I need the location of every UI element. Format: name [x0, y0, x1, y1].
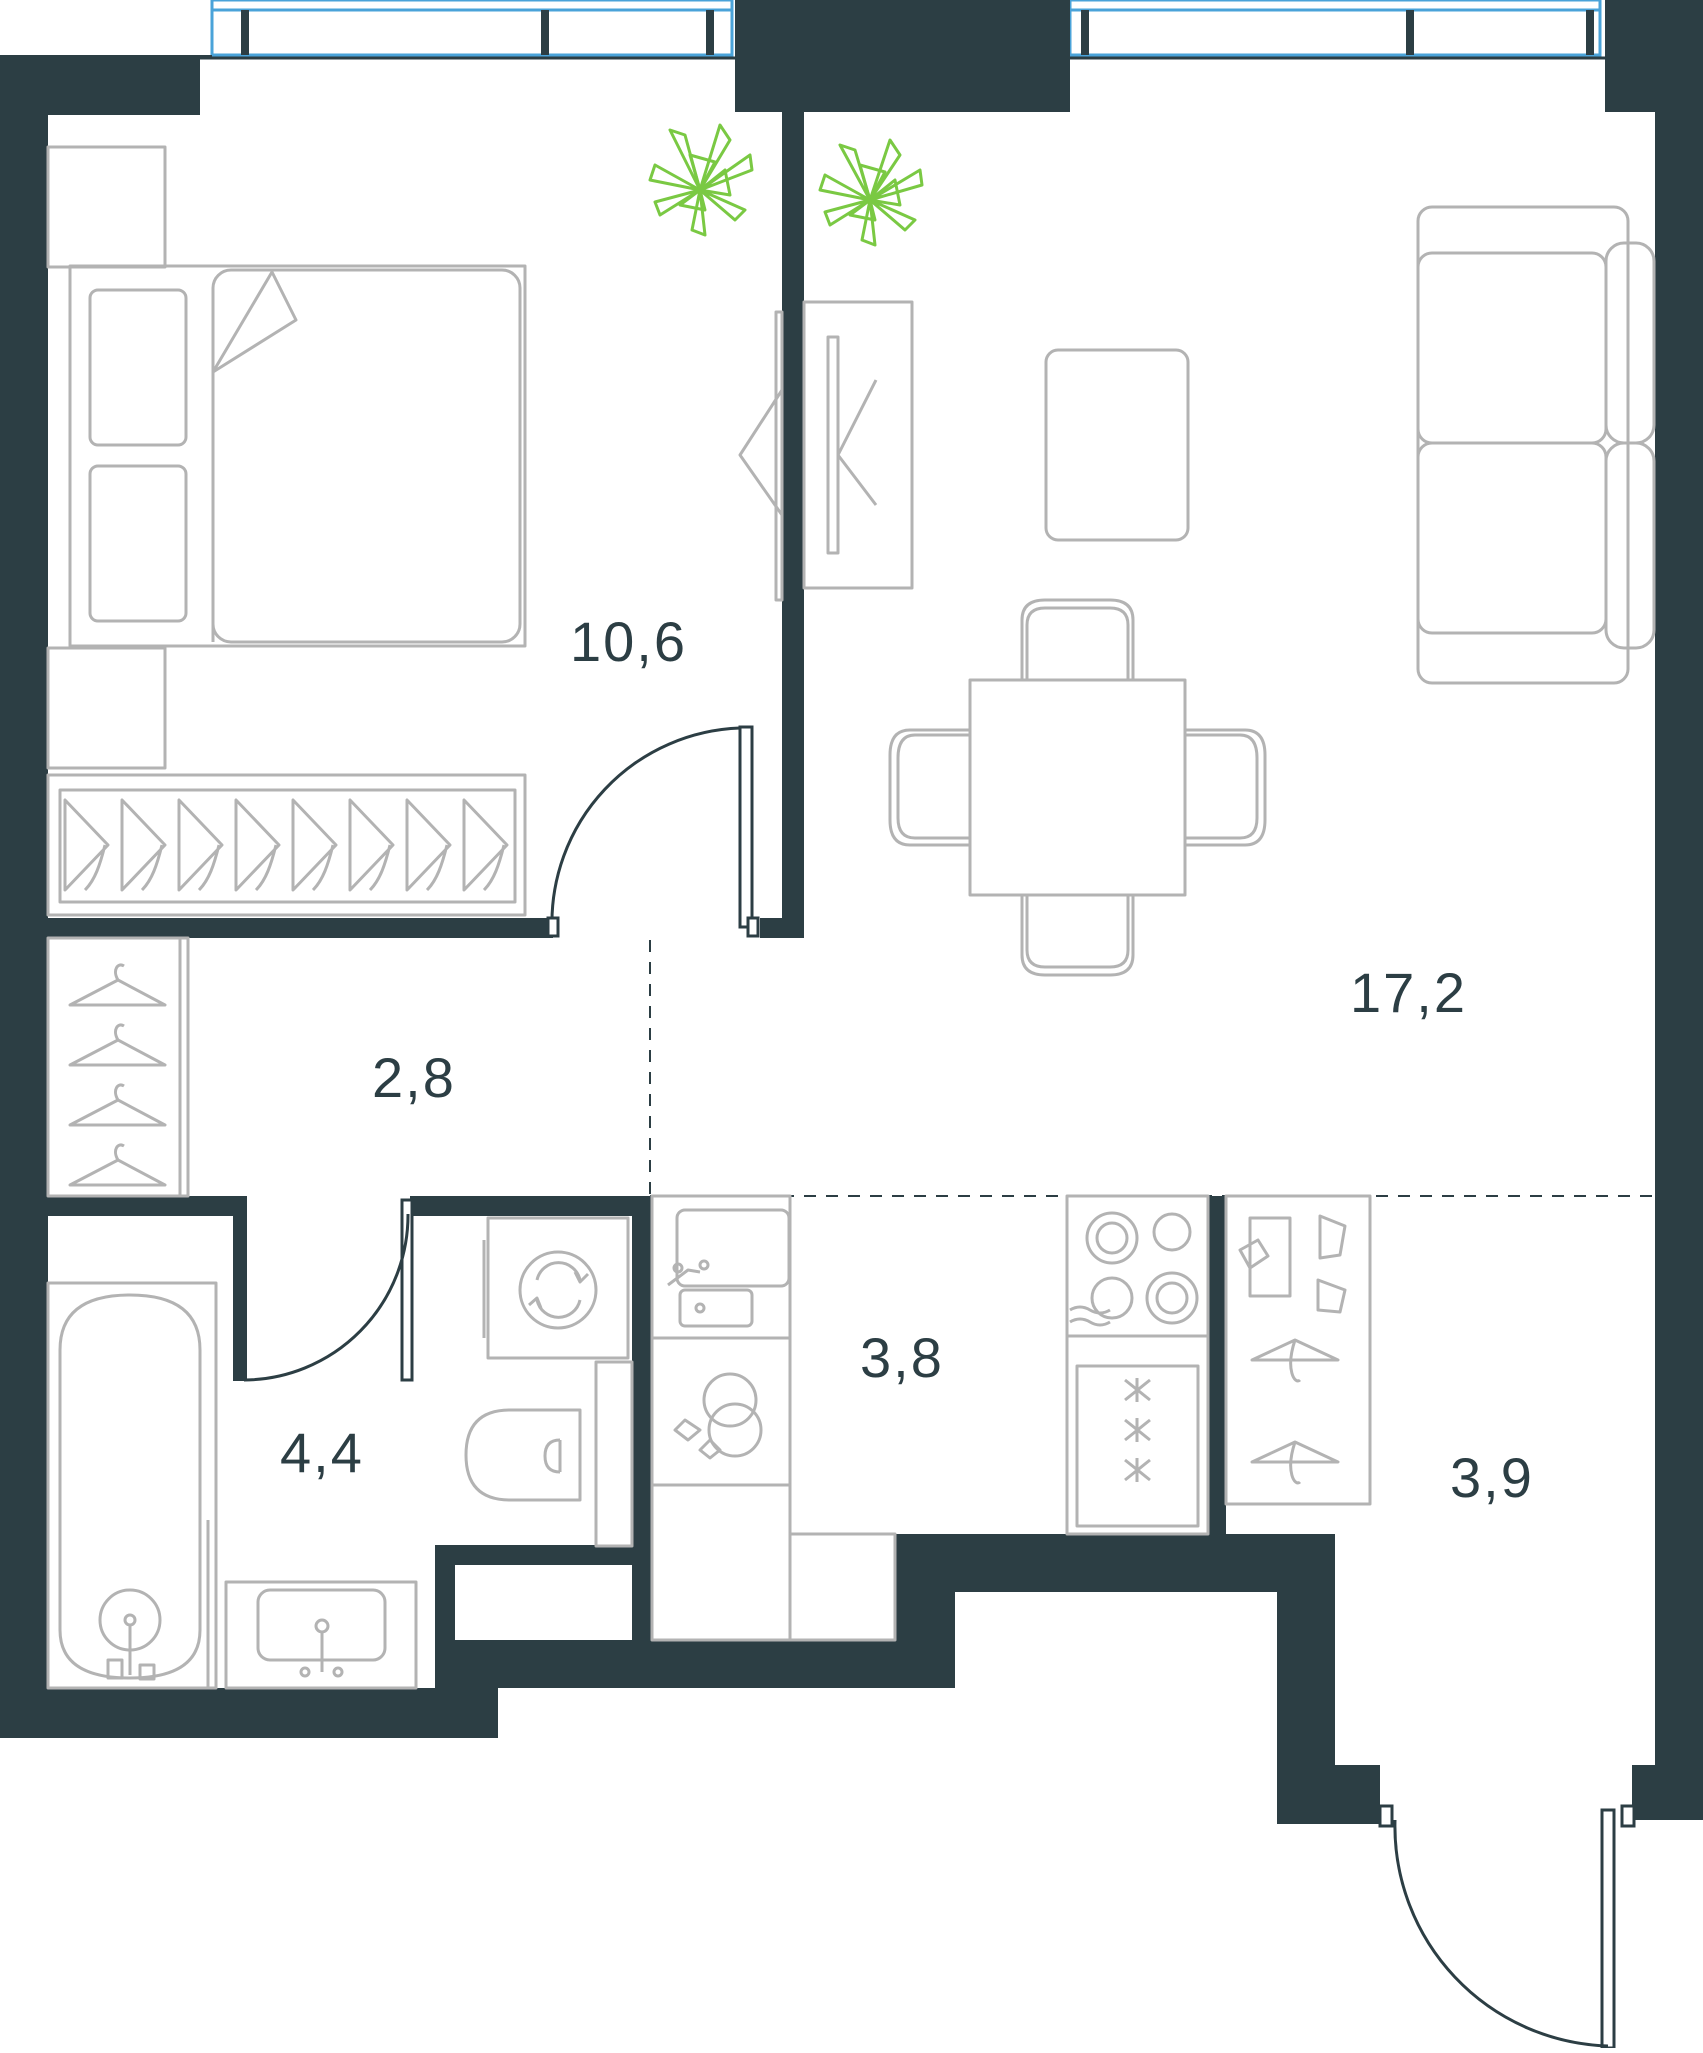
wardrobe-bedroom	[46, 773, 527, 917]
fridge	[650, 1483, 897, 1642]
area-label-kitchen: 3,8	[860, 1326, 944, 1389]
plant-bedroom	[648, 123, 754, 237]
wall-left	[0, 58, 48, 1738]
bathtub	[46, 1281, 218, 1690]
bedroom-side-panel-top	[46, 145, 167, 269]
dining-set	[888, 598, 1267, 977]
wall-top-left-cap	[0, 55, 1, 56]
wall-bath-door-jamb	[233, 1196, 247, 1381]
bedroom-side-panel-bottom	[46, 646, 167, 770]
stove	[1065, 1194, 1210, 1338]
bathroom-sink	[224, 1580, 418, 1690]
wall-top-right	[1605, 0, 1703, 112]
wall-shaft-top	[435, 1545, 635, 1565]
sill-right	[1070, 58, 1605, 100]
wall-right-step	[1632, 1765, 1703, 1820]
wall-bottom-left	[0, 1688, 498, 1738]
doors	[243, 725, 1636, 2050]
door-leaf-entrance	[1600, 1808, 1616, 2050]
tv-stand	[738, 300, 914, 602]
wall-kitchen-entrance	[1208, 1196, 1226, 1534]
wall-bath-top-right	[410, 1196, 652, 1216]
window-bedroom	[210, 0, 734, 57]
wardrobe-entrance	[1224, 1194, 1372, 1506]
door-swing-bathroom	[243, 1213, 410, 1382]
door-swing-bedroom	[550, 726, 741, 929]
coffee-table	[1044, 348, 1190, 542]
oven-cabinet	[1065, 1334, 1210, 1536]
furniture	[46, 145, 1656, 1690]
wall-right	[1655, 100, 1703, 1820]
wall-bedroom-bottom	[48, 918, 553, 938]
wall-bath-top-left	[48, 1196, 238, 1216]
door-leaf-bedroom	[738, 725, 754, 929]
area-label-entrance: 3,9	[1450, 1446, 1534, 1509]
wall-bath-kitchen	[632, 1196, 652, 1688]
hanger-row	[63, 798, 509, 892]
plant-living	[818, 138, 924, 247]
area-label-living-kitchen: 17,2	[1350, 961, 1467, 1024]
wall-bedroom-bottom-right	[760, 918, 804, 938]
walls	[0, 0, 1703, 1824]
area-label-hallway: 2,8	[372, 1046, 456, 1109]
door-swing-entrance	[1393, 1819, 1609, 2048]
washing-machine	[482, 1216, 630, 1360]
wall-top-mid	[735, 0, 1070, 112]
wall-bottom-right-step	[1277, 1765, 1380, 1824]
plants	[648, 123, 924, 247]
wall-kitchen-bottom	[632, 1640, 895, 1688]
kitchen-dishwasher	[650, 1336, 792, 1487]
wall-shaft-left	[435, 1545, 455, 1688]
sofa	[1416, 205, 1656, 685]
area-label-bathroom: 4,4	[280, 1421, 364, 1484]
zone-lines	[649, 940, 1655, 1197]
wardrobe-hallway	[46, 936, 190, 1198]
area-label-bedroom: 10,6	[570, 610, 687, 673]
door-leaf-bathroom	[400, 1198, 414, 1382]
wall-bottom-mid-c	[895, 1534, 1335, 1592]
bed	[68, 264, 527, 648]
kitchen-sink-counter	[650, 1194, 792, 1340]
wall-bedroom-living	[782, 112, 804, 938]
toilet	[464, 1360, 634, 1548]
window-living	[1068, 0, 1602, 57]
sill-left	[200, 58, 735, 100]
